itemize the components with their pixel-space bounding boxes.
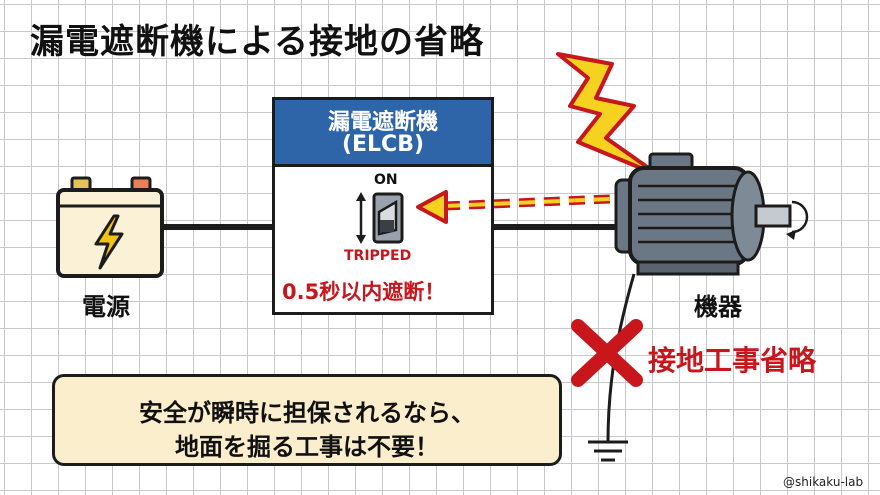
switch-state-label: TRIPPED [344, 248, 412, 264]
device-label: 機器 [694, 293, 742, 321]
elcb-header: 漏電遮断機 (ELCB) [275, 100, 491, 167]
credit-text: @shikaku-lab [783, 475, 864, 489]
elcb-abbr: (ELCB) [341, 132, 425, 157]
lightning-icon [94, 214, 124, 270]
page-title: 漏電遮断機による接地の省略 [30, 22, 484, 62]
note-line-2: 地面を掘る工事は不要！ [175, 433, 439, 461]
battery-icon [56, 176, 164, 278]
wire-source-to-elcb [162, 224, 274, 230]
note-box: 安全が瞬時に担保されるなら、 地面を掘る工事は不要！ [52, 374, 562, 466]
elcb-name: 漏電遮断機 [327, 110, 438, 135]
up-down-arrow-icon [356, 192, 366, 244]
trip-time-text: 0.5秒以内遮断！ [282, 280, 446, 304]
motor-icon [614, 152, 809, 276]
note-line-1: 安全が瞬時に担保されるなら、 [139, 399, 475, 427]
power-source-label: 電源 [82, 293, 130, 321]
switch-on-label: ON [374, 172, 398, 188]
wire-elcb-to-device [494, 224, 620, 230]
grounding-omit-label: 接地工事省略 [648, 344, 817, 377]
cross-mark-icon [571, 319, 643, 387]
leakage-arrow-icon [416, 190, 633, 224]
breaker-switch-icon [356, 192, 404, 244]
